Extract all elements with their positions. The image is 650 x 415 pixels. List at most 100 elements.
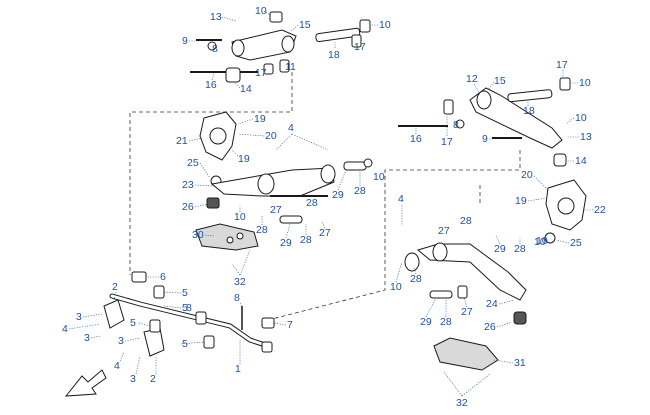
callout-21[interactable]: 21 [176, 135, 188, 147]
callout-28[interactable]: 28 [410, 273, 422, 285]
callout-28[interactable]: 28 [514, 243, 526, 255]
lower-arm-left-assembly [210, 158, 373, 224]
callout-29[interactable]: 29 [332, 189, 344, 201]
callout-17[interactable]: 17 [255, 67, 267, 79]
callout-23[interactable]: 23 [182, 179, 194, 191]
callout-13[interactable]: 13 [580, 131, 592, 143]
sleeve-29b [279, 215, 303, 224]
callout-8[interactable]: 8 [453, 119, 459, 131]
callout-3[interactable]: 3 [130, 373, 136, 385]
spacer-17c [559, 77, 571, 91]
sleeve-18 [315, 27, 361, 43]
callout-4[interactable]: 4 [62, 323, 68, 335]
callout-32[interactable]: 32 [456, 397, 468, 409]
callout-26[interactable]: 26 [484, 321, 496, 333]
callout-25[interactable]: 25 [187, 157, 199, 169]
callout-28[interactable]: 28 [460, 215, 472, 227]
hub-bore-left [209, 127, 227, 145]
callout-13[interactable]: 13 [210, 11, 222, 23]
callout-27[interactable]: 27 [438, 225, 450, 237]
callout-8[interactable]: 8 [186, 302, 192, 314]
callout-9[interactable]: 9 [182, 35, 188, 47]
callout-27[interactable]: 27 [461, 306, 473, 318]
callout-14[interactable]: 14 [575, 155, 587, 167]
callout-3[interactable]: 3 [76, 311, 82, 323]
callout-28[interactable]: 28 [440, 316, 452, 328]
sleeve-18b [507, 89, 553, 103]
callout-25[interactable]: 25 [570, 237, 582, 249]
callout-12[interactable]: 12 [466, 73, 478, 85]
callout-10[interactable]: 10 [534, 236, 546, 248]
upper-arm-left-assembly [190, 11, 371, 83]
callout-10[interactable]: 10 [390, 281, 402, 293]
callout-8[interactable]: 8 [234, 292, 240, 304]
callout-5[interactable]: 5 [182, 338, 188, 350]
callout-19[interactable]: 19 [515, 195, 527, 207]
callout-3[interactable]: 3 [84, 332, 90, 344]
bushing-rr-front [432, 242, 448, 262]
callout-20[interactable]: 20 [265, 130, 277, 142]
callout-28[interactable]: 28 [256, 224, 268, 236]
callout-29[interactable]: 29 [494, 243, 506, 255]
callout-10[interactable]: 10 [373, 171, 385, 183]
callout-30[interactable]: 30 [192, 229, 204, 241]
callout-6[interactable]: 6 [160, 271, 166, 283]
callout-18[interactable]: 18 [523, 105, 535, 117]
callout-10[interactable]: 10 [255, 5, 267, 17]
callout-11[interactable]: 11 [285, 61, 296, 73]
snap-ring-25b [544, 232, 556, 244]
callout-2[interactable]: 2 [150, 373, 156, 385]
bushing-upper [476, 90, 492, 110]
callout-4[interactable]: 4 [398, 193, 404, 205]
callout-14[interactable]: 14 [240, 83, 252, 95]
callout-15[interactable]: 15 [299, 19, 311, 31]
sleeve-29c [429, 290, 453, 299]
callout-8[interactable]: 8 [212, 43, 218, 55]
callout-5[interactable]: 5 [182, 287, 188, 299]
callout-22[interactable]: 22 [594, 204, 606, 216]
callout-28[interactable]: 28 [354, 185, 366, 197]
stabilizer-bar-assembly [103, 271, 275, 357]
callout-29[interactable]: 29 [280, 237, 292, 249]
callout-5[interactable]: 5 [130, 317, 136, 329]
callout-29[interactable]: 29 [420, 316, 432, 328]
callout-27[interactable]: 27 [319, 227, 331, 239]
skid-plate-left [195, 223, 259, 251]
callout-7[interactable]: 7 [287, 319, 293, 331]
callout-18[interactable]: 18 [328, 49, 340, 61]
callout-28[interactable]: 28 [306, 197, 318, 209]
callout-3[interactable]: 3 [118, 335, 124, 347]
callout-10[interactable]: 10 [379, 19, 391, 31]
callout-2[interactable]: 2 [112, 281, 118, 293]
callout-16[interactable]: 16 [205, 79, 217, 91]
callout-10[interactable]: 10 [579, 77, 591, 89]
callout-4[interactable]: 4 [114, 360, 120, 372]
callout-15[interactable]: 15 [494, 75, 506, 87]
callout-17[interactable]: 17 [354, 41, 366, 53]
callout-31[interactable]: 31 [514, 357, 526, 369]
callout-32[interactable]: 32 [234, 276, 246, 288]
callout-24[interactable]: 24 [486, 298, 498, 310]
callout-5[interactable]: 5 [182, 302, 188, 314]
bushing-rr-rear [404, 252, 420, 272]
callout-17[interactable]: 17 [556, 59, 568, 71]
washer-10c [363, 158, 373, 168]
spacer-17d [443, 99, 454, 115]
callout-10[interactable]: 10 [536, 235, 548, 247]
callout-10[interactable]: 10 [234, 211, 246, 223]
callout-19[interactable]: 19 [254, 113, 266, 125]
callout-9[interactable]: 9 [482, 133, 488, 145]
callout-1[interactable]: 1 [235, 363, 241, 375]
callout-27[interactable]: 27 [270, 204, 282, 216]
callout-16[interactable]: 16 [410, 133, 422, 145]
end-link-7 [261, 317, 275, 329]
front-direction-arrow-icon [64, 369, 107, 397]
callout-19[interactable]: 19 [238, 153, 250, 165]
ball-joint-26 [206, 197, 220, 209]
callout-20[interactable]: 20 [521, 169, 533, 181]
callout-17[interactable]: 17 [441, 136, 453, 148]
callout-10[interactable]: 10 [575, 112, 587, 124]
callout-28[interactable]: 28 [300, 234, 312, 246]
callout-26[interactable]: 26 [182, 201, 194, 213]
callout-4[interactable]: 4 [288, 122, 294, 134]
